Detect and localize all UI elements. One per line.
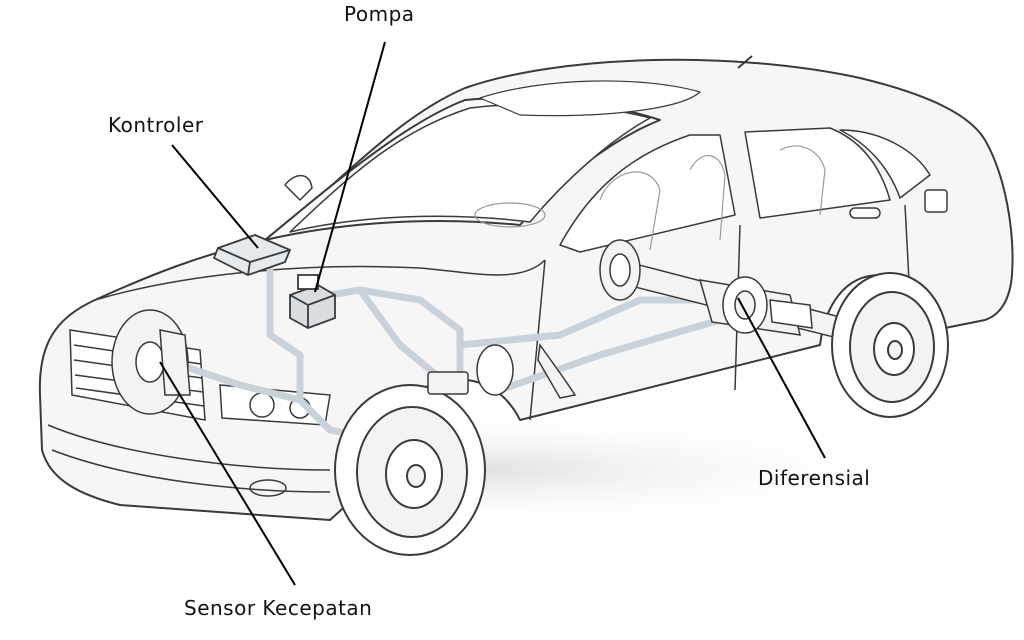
label-pompa: Pompa [344,2,415,26]
brake-lines [176,261,804,444]
label-diferensial: Diferensial [758,466,871,490]
pedals [427,343,577,399]
leader-pompa [314,41,386,293]
label-sensor-kecepatan: Sensor Kecepatan [184,596,373,620]
drivetrain [599,239,891,351]
leader-lines [159,41,826,586]
controller-module [212,234,292,276]
interior [474,145,826,251]
leader-sensor [159,361,296,586]
leader-kontroler [171,144,259,249]
leader-diferensial [737,297,826,459]
front-wheel [334,384,486,556]
rear-wheel [831,272,949,418]
label-kontroler: Kontroler [108,113,204,137]
front-brake-disc [111,309,191,415]
pump-module [289,274,336,329]
